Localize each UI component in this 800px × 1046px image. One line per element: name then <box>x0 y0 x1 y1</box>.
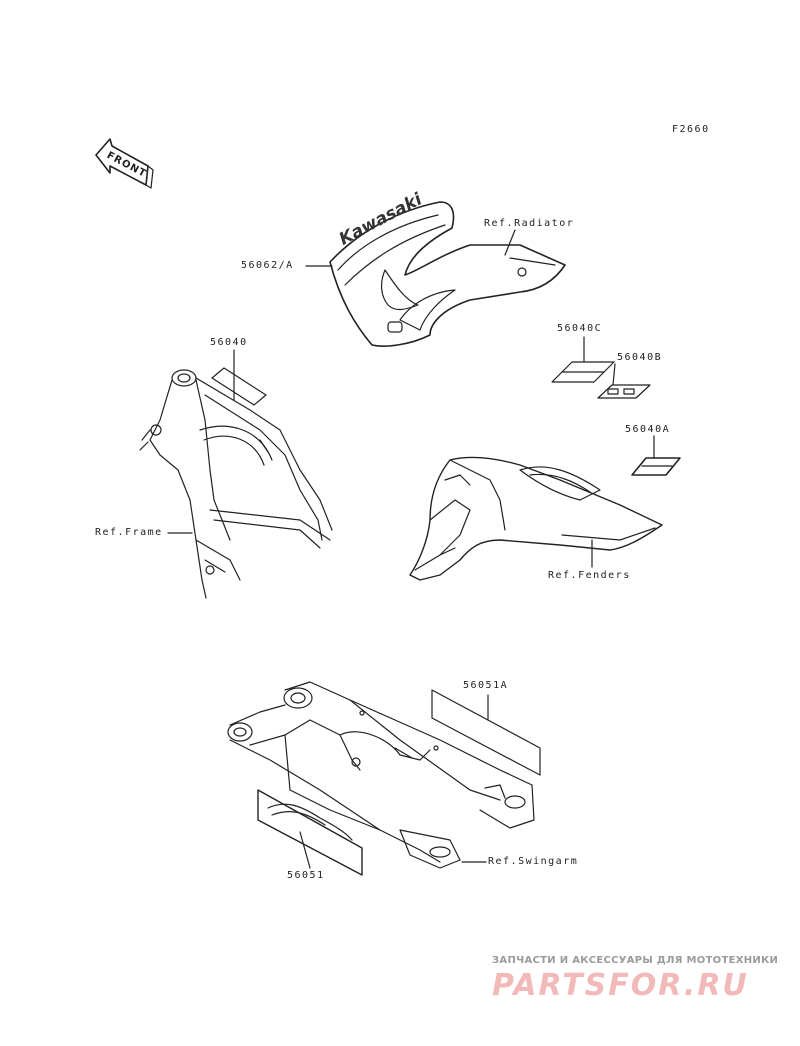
leader-56051 <box>299 831 311 869</box>
label-56040a: 56040A <box>625 424 671 435</box>
label-ref-fenders: Ref.Fenders <box>548 570 631 581</box>
label-56051: 56051 <box>287 870 325 881</box>
swingarm-drawing <box>227 681 535 869</box>
label-ref-radiator: Ref.Radiator <box>484 218 575 229</box>
leader-ref-radiator <box>504 229 516 256</box>
label-56062a: 56062/A <box>241 260 294 271</box>
frame-drawing <box>139 369 333 599</box>
diagram-code: F2660 <box>672 124 710 135</box>
label-56040c: 56040C <box>557 323 603 334</box>
decal-56051a <box>431 689 541 776</box>
decal-56040b <box>597 384 651 399</box>
label-56040: 56040 <box>210 337 248 348</box>
watermark-caption: ЗАПЧАСТИ И АКСЕССУАРЫ ДЛЯ МОТОТЕХНИКИ <box>492 955 779 966</box>
decal-56040c <box>551 361 615 383</box>
radiator-shroud-decal <box>329 201 566 347</box>
decal-56051 <box>257 789 363 876</box>
label-56051a: 56051A <box>463 680 509 691</box>
watermark-logo: PARTSFOR.RU <box>492 968 749 1003</box>
decal-56040 <box>211 367 267 406</box>
front-arrow-icon <box>95 138 154 189</box>
decal-56040a <box>631 457 681 476</box>
rear-fender-drawing <box>409 456 663 581</box>
label-ref-frame: Ref.Frame <box>95 527 163 538</box>
label-56040b: 56040B <box>617 352 663 363</box>
leader-56040b <box>612 363 616 386</box>
label-ref-swingarm: Ref.Swingarm <box>488 856 579 867</box>
